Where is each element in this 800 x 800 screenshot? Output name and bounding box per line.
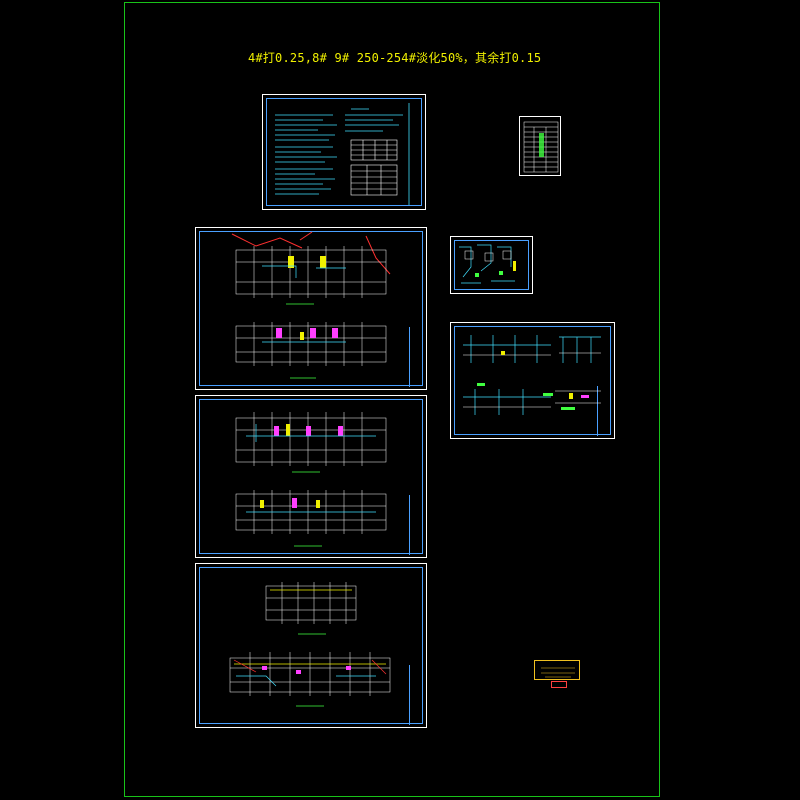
stamp-graphic [541,667,575,678]
legend-table [523,121,559,173]
sheet-inner-border [454,326,611,435]
plan-drawing-2 [235,412,387,547]
drawing-stamp [534,660,580,688]
detail-drawing [459,244,516,284]
system-diagram-sheet[interactable] [450,322,615,439]
legend-table-sheet[interactable] [519,116,561,176]
plan-drawing-3 [229,582,391,707]
sheet-inner-border [199,399,423,554]
drawing-title: 4#打0.25,8# 9# 250-254#淡化50%，其余打0.15 [248,51,542,65]
floor-plan-sheet-2[interactable] [195,395,427,558]
title-block [597,386,612,436]
floor-plan-sheet-3[interactable] [195,563,427,728]
detail-sheet-small[interactable] [450,236,533,294]
plan-drawing-1 [231,231,391,379]
drawing-frame [124,2,660,797]
system-drawing [463,335,601,415]
title-block [409,495,424,555]
title-block [409,665,424,725]
title-block [409,327,424,387]
sheet-inner-border [199,567,423,724]
notes-drawing [275,103,410,205]
sheet-inner-border [454,240,529,290]
sheet-inner-border [266,98,422,206]
floor-plan-sheet-1[interactable] [195,227,427,390]
notes-sheet[interactable] [262,94,426,210]
stamp-red-tag [551,681,567,688]
sheet-inner-border [199,231,423,386]
